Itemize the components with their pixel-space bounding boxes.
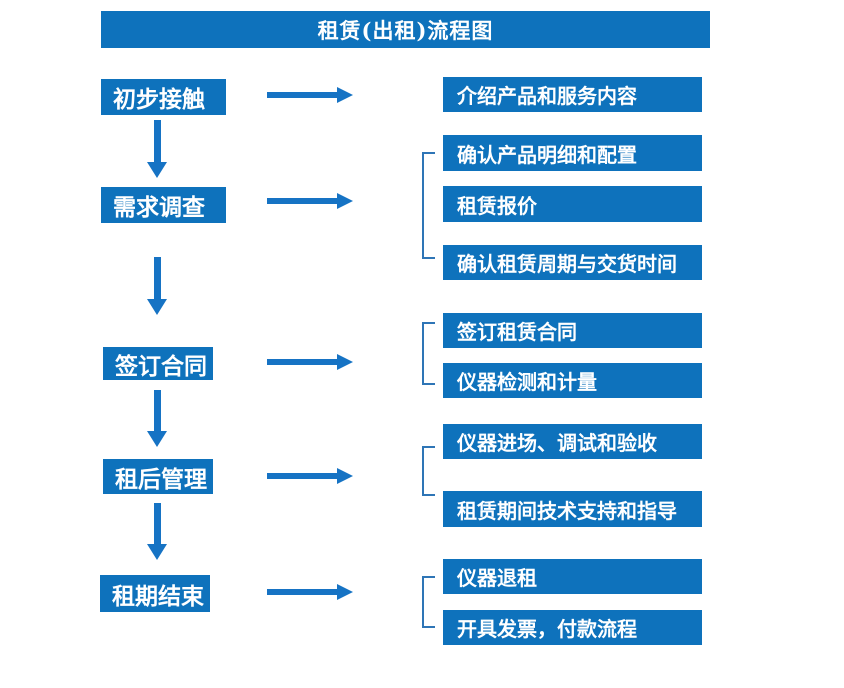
output-box-rental-quote: 租赁报价: [443, 186, 702, 222]
output-box-invoice-payment: 开具发票，付款流程: [443, 610, 702, 645]
right-arrow-icon: [267, 87, 353, 103]
arrow-shaft: [153, 503, 161, 545]
arrow-shaft: [267, 198, 338, 204]
arrow-head: [147, 299, 167, 315]
output-box-technical-support: 租赁期间技术支持和指导: [443, 491, 702, 527]
output-box-sign-rental-contract: 签订租赁合同: [443, 313, 702, 348]
group-bracket-icon: [422, 322, 435, 385]
stage-box-initial-contact: 初步接触: [101, 79, 226, 115]
group-bracket-icon: [422, 576, 435, 628]
output-box-confirm-rental-period: 确认租赁周期与交货时间: [443, 245, 702, 280]
down-arrow-icon: [147, 503, 167, 560]
arrow-head: [337, 193, 353, 209]
output-box-introduce-products: 介绍产品和服务内容: [443, 77, 702, 112]
output-box-instrument-return: 仪器退租: [443, 559, 702, 594]
arrow-head: [337, 468, 353, 484]
down-arrow-icon: [147, 257, 167, 315]
stage-box-post-rental-management: 租后管理: [103, 459, 213, 494]
arrow-shaft: [267, 473, 338, 479]
output-box-confirm-product-details: 确认产品明细和配置: [443, 135, 702, 171]
arrow-head: [337, 584, 353, 600]
arrow-shaft: [267, 589, 338, 595]
right-arrow-icon: [267, 354, 353, 370]
arrow-shaft: [153, 257, 161, 300]
arrow-shaft: [267, 359, 338, 365]
arrow-head: [337, 354, 353, 370]
arrow-head: [147, 544, 167, 560]
output-box-instrument-entry-acceptance: 仪器进场、调试和验收: [443, 424, 702, 459]
group-bracket-icon: [422, 446, 435, 496]
arrow-shaft: [153, 120, 161, 163]
stage-box-rental-end: 租期结束: [100, 575, 210, 612]
right-arrow-icon: [267, 468, 353, 484]
group-bracket-icon: [422, 152, 435, 259]
arrow-head: [147, 162, 167, 178]
right-arrow-icon: [267, 584, 353, 600]
down-arrow-icon: [147, 120, 167, 178]
arrow-head: [337, 87, 353, 103]
arrow-shaft: [153, 390, 161, 432]
arrow-head: [147, 431, 167, 447]
arrow-shaft: [267, 92, 338, 98]
output-box-instrument-testing: 仪器检测和计量: [443, 363, 702, 398]
stage-box-sign-contract: 签订合同: [103, 347, 213, 380]
diagram-title: 租赁(出租)流程图: [101, 11, 710, 48]
stage-box-demand-survey: 需求调查: [101, 187, 226, 223]
right-arrow-icon: [267, 193, 353, 209]
down-arrow-icon: [147, 390, 167, 447]
